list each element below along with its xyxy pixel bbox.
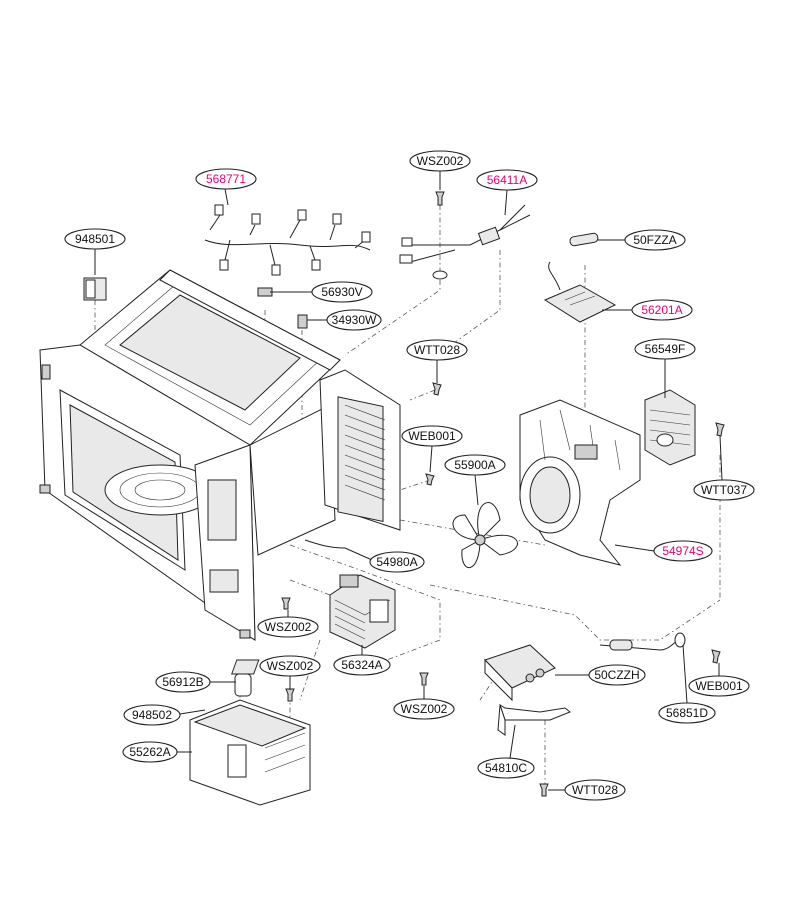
callout-54974S: 54974S (653, 540, 713, 562)
callout-WSZ002-low: WSZ002 (259, 655, 321, 677)
screw-part (539, 783, 549, 797)
label-50FZZA: 50FZZA (633, 233, 676, 247)
callout-55900A: 55900A (444, 454, 506, 476)
leader-lines (94, 171, 723, 791)
noise-filter-board-part (543, 261, 617, 323)
label-56549F: 56549F (645, 342, 686, 356)
air-guide-bracket-part (519, 399, 641, 566)
screw-part (435, 191, 445, 206)
screw-part (419, 672, 429, 686)
magnetron-part (329, 574, 396, 649)
callout-54980A: 54980A (369, 551, 425, 573)
label-34930W: 34930W (332, 313, 377, 327)
cooling-fan-part (452, 502, 518, 569)
callout-WEB001-mid: WEB001 (401, 425, 463, 447)
callout-56912B: 56912B (155, 671, 211, 693)
label-948502: 948502 (132, 708, 172, 722)
screw-part (715, 422, 725, 437)
label-WEB001-mid: WEB001 (408, 429, 456, 443)
label-50CZZH: 50CZZH (594, 668, 639, 682)
label-56930V: 56930V (321, 285, 362, 299)
label-55900A: 55900A (454, 458, 495, 472)
label-54810C: 54810C (485, 761, 527, 775)
callout-50FZZA: 50FZZA (624, 229, 686, 251)
label-56324A: 56324A (341, 658, 382, 672)
callout-56851D: 56851D (658, 702, 716, 724)
callout-50CZZH: 50CZZH (588, 664, 646, 686)
callout-WTT037: WTT037 (693, 479, 755, 501)
hv-diode-part (599, 632, 686, 651)
label-56411A: 56411A (487, 173, 527, 187)
callout-WSZ002-top: WSZ002 (409, 150, 471, 172)
callout-WEB001-low: WEB001 (688, 675, 750, 697)
callout-568771: 568771 (195, 168, 257, 190)
label-56912B: 56912B (162, 675, 203, 689)
callout-56930V: 56930V (311, 281, 373, 303)
callout-56324A: 56324A (333, 654, 391, 676)
label-WTT028-top: WTT028 (414, 343, 460, 357)
callout-56549F: 56549F (634, 338, 696, 360)
callout-56201A: 56201A (631, 299, 693, 321)
oven-cavity-cabinet (39, 269, 401, 642)
wire-part (304, 539, 346, 549)
label-54980A: 54980A (376, 555, 417, 569)
fuse-block-part (83, 277, 107, 301)
label-54974S: 54974S (662, 544, 703, 558)
callout-54810C: 54810C (477, 757, 535, 779)
power-cord-part (399, 204, 531, 280)
screw-part (432, 382, 442, 396)
label-WEB001-low: WEB001 (695, 679, 743, 693)
wire-harness-part (204, 204, 371, 276)
label-WSZ002-bottom: WSZ002 (401, 702, 448, 716)
label-WSZ002-low: WSZ002 (267, 659, 314, 673)
callout-55262A: 55262A (122, 741, 178, 763)
hv-capacitor-part (484, 644, 556, 702)
screw-part (285, 688, 295, 702)
callout-948502: 948502 (123, 704, 181, 726)
callout-34930W: 34930W (326, 309, 382, 331)
label-56851D: 56851D (666, 706, 708, 720)
label-568771: 568771 (206, 172, 246, 186)
label-WTT037: WTT037 (701, 483, 747, 497)
callout-WSZ002-bottom: WSZ002 (393, 698, 455, 720)
callout-WTT028-bottom: WTT028 (564, 779, 626, 801)
hv-transformer-part (189, 659, 311, 806)
callout-WTT028-top: WTT028 (406, 339, 468, 361)
screw-part (711, 649, 721, 664)
screw-part (281, 597, 291, 610)
label-WTT028-bottom: WTT028 (572, 783, 618, 797)
label-948501: 948501 (75, 232, 115, 246)
label-55262A: 55262A (129, 745, 170, 759)
callout-WSZ002-left: WSZ002 (257, 616, 319, 638)
label-WSZ002-left: WSZ002 (265, 620, 312, 634)
callout-56411A: 56411A (476, 169, 538, 191)
callout-948501: 948501 (64, 228, 126, 250)
fan-motor-part (644, 389, 696, 466)
label-56201A: 56201A (641, 303, 682, 317)
label-WSZ002-top: WSZ002 (417, 154, 464, 168)
fuse-part (569, 232, 599, 247)
screw-part (425, 473, 435, 486)
capacitor-bracket-part (497, 703, 571, 736)
